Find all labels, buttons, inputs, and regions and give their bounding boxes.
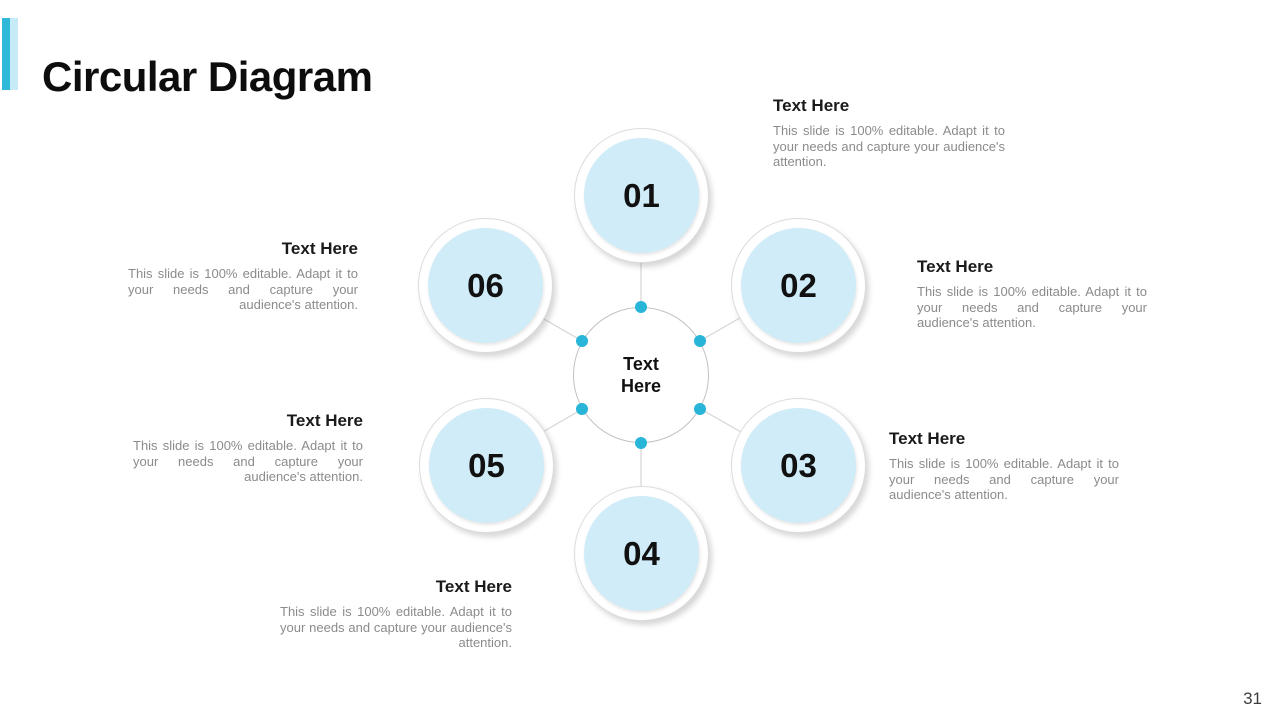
center-label: Text Here: [620, 354, 662, 396]
node-circle-01: 01: [574, 128, 709, 263]
node-circle-06: 06: [418, 218, 553, 353]
text-block-body: This slide is 100% editable. Adapt it to…: [917, 284, 1147, 330]
page-number: 31: [1243, 689, 1262, 708]
node-circle-02-fill: 02: [741, 228, 856, 343]
connector-dot: [694, 335, 706, 347]
text-block-heading: Text Here: [917, 257, 994, 276]
node-number: 05: [468, 446, 505, 484]
node-circle-05: 05: [419, 398, 554, 533]
connector-dot: [576, 403, 588, 415]
title-accent-bar-dark: [2, 18, 10, 90]
title-accent-bar-light: [10, 18, 18, 90]
node-circle-01-fill: 01: [584, 138, 699, 253]
text-block-body: This slide is 100% editable. Adapt it to…: [889, 456, 1119, 502]
connector-dot: [635, 301, 647, 313]
node-circle-03-fill: 03: [741, 408, 856, 523]
node-circle-02: 02: [731, 218, 866, 353]
text-block-02: Text Here This slide is 100% editable. A…: [917, 257, 1147, 331]
node-number: 03: [780, 446, 817, 484]
node-circle-06-fill: 06: [428, 228, 543, 343]
text-block-heading: Text Here: [281, 239, 358, 258]
node-number: 01: [623, 176, 660, 214]
center-circle: Text Here: [573, 307, 709, 443]
connector-dot: [576, 335, 588, 347]
node-circle-05-fill: 05: [429, 408, 544, 523]
connector-dot: [635, 437, 647, 449]
text-block-body: This slide is 100% editable. Adapt it to…: [773, 123, 1005, 169]
text-block-body: This slide is 100% editable. Adapt it to…: [128, 266, 358, 312]
connector-dot: [694, 403, 706, 415]
text-block-body: This slide is 100% editable. Adapt it to…: [133, 438, 363, 484]
node-circle-04-fill: 04: [584, 496, 699, 611]
node-number: 06: [467, 266, 504, 304]
node-circle-03: 03: [731, 398, 866, 533]
text-block-body: This slide is 100% editable. Adapt it to…: [280, 604, 512, 650]
text-block-heading: Text Here: [435, 577, 512, 596]
node-number: 04: [623, 534, 660, 572]
text-block-03: Text Here This slide is 100% editable. A…: [889, 429, 1119, 503]
text-block-heading: Text Here: [773, 96, 850, 115]
text-block-04: Text Here This slide is 100% editable. A…: [280, 577, 512, 651]
text-block-heading: Text Here: [889, 429, 966, 448]
page-title: Circular Diagram: [42, 53, 373, 101]
text-block-01: Text Here This slide is 100% editable. A…: [773, 96, 1005, 170]
text-block-06: Text Here This slide is 100% editable. A…: [128, 239, 358, 313]
text-block-05: Text Here This slide is 100% editable. A…: [133, 411, 363, 485]
node-circle-04: 04: [574, 486, 709, 621]
node-number: 02: [780, 266, 817, 304]
text-block-heading: Text Here: [286, 411, 363, 430]
